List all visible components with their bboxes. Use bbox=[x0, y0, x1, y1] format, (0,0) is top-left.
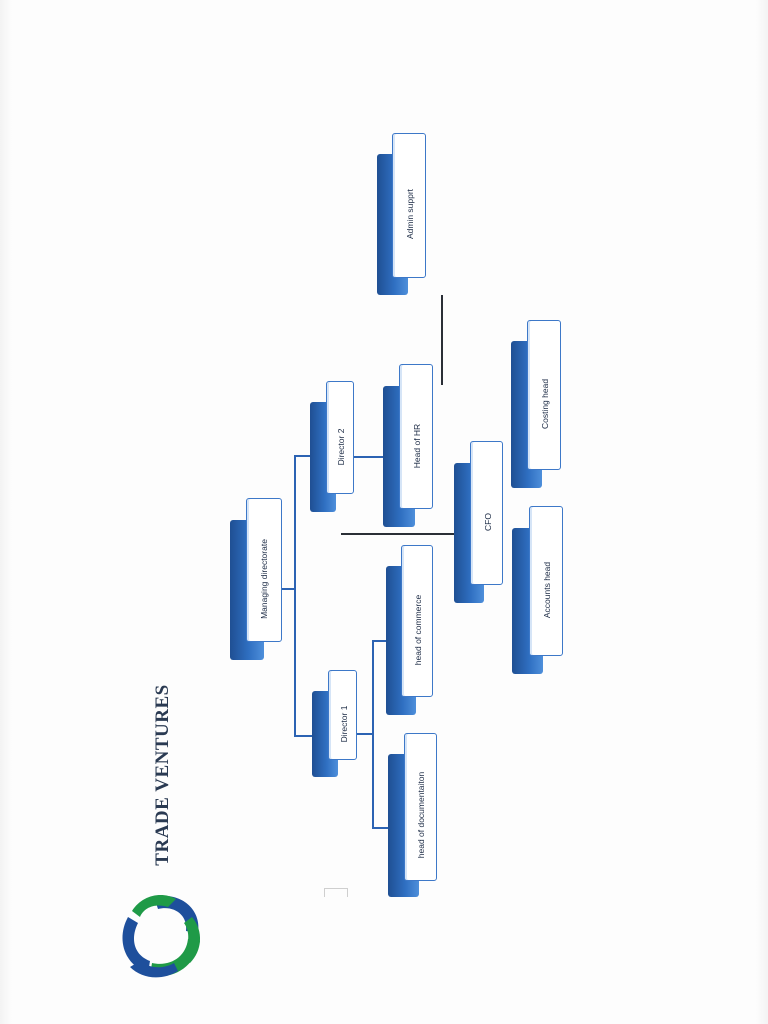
connector-cfo-line bbox=[341, 533, 503, 535]
connector-director-1-stem bbox=[355, 733, 373, 735]
trade-ventures-ring-logo-icon bbox=[122, 895, 201, 978]
connector-directors-trunk bbox=[294, 455, 296, 737]
node-label: Head of HR bbox=[412, 423, 422, 468]
node-label: Accounts head bbox=[542, 561, 552, 619]
brand-name: TRADE VENTURES bbox=[152, 684, 173, 866]
node-managing-director: Managing directorate bbox=[230, 498, 282, 660]
node-label: Managing directorate bbox=[259, 539, 269, 619]
connector-md-stem bbox=[281, 588, 296, 590]
scan-mark bbox=[324, 888, 348, 897]
node-label: head of commerce bbox=[413, 594, 423, 666]
connector-to-director-1 bbox=[294, 735, 314, 737]
node-head-of-documentation: head of documentaiton bbox=[388, 733, 437, 897]
node-head-of-hr: Head of HR bbox=[383, 364, 433, 527]
connector-to-head-of-documentation bbox=[372, 827, 390, 829]
node-costing-head: Costing head bbox=[511, 320, 561, 488]
connector-to-head-of-commerce bbox=[372, 640, 388, 642]
connector-director-2-to-hr bbox=[353, 456, 385, 458]
node-label: Director 1 bbox=[339, 705, 349, 742]
connector-to-director-2 bbox=[294, 455, 312, 457]
node-label: Director 2 bbox=[336, 428, 346, 465]
node-admin-support: Admin supprt bbox=[377, 133, 426, 295]
node-label: CFO bbox=[483, 513, 493, 531]
node-label: Admin supprt bbox=[405, 188, 415, 240]
connector-admin-line bbox=[441, 295, 443, 385]
connector-director-1-trunk bbox=[372, 640, 374, 828]
node-head-of-commerce: head of commerce bbox=[386, 545, 433, 715]
node-cfo: CFO bbox=[454, 441, 503, 603]
node-label: Costing head bbox=[540, 378, 550, 430]
node-director-1: Director 1 bbox=[312, 670, 357, 777]
node-director-2: Director 2 bbox=[310, 381, 354, 512]
node-label: head of documentaiton bbox=[416, 771, 426, 859]
node-accounts-head: Accounts head bbox=[512, 506, 563, 674]
